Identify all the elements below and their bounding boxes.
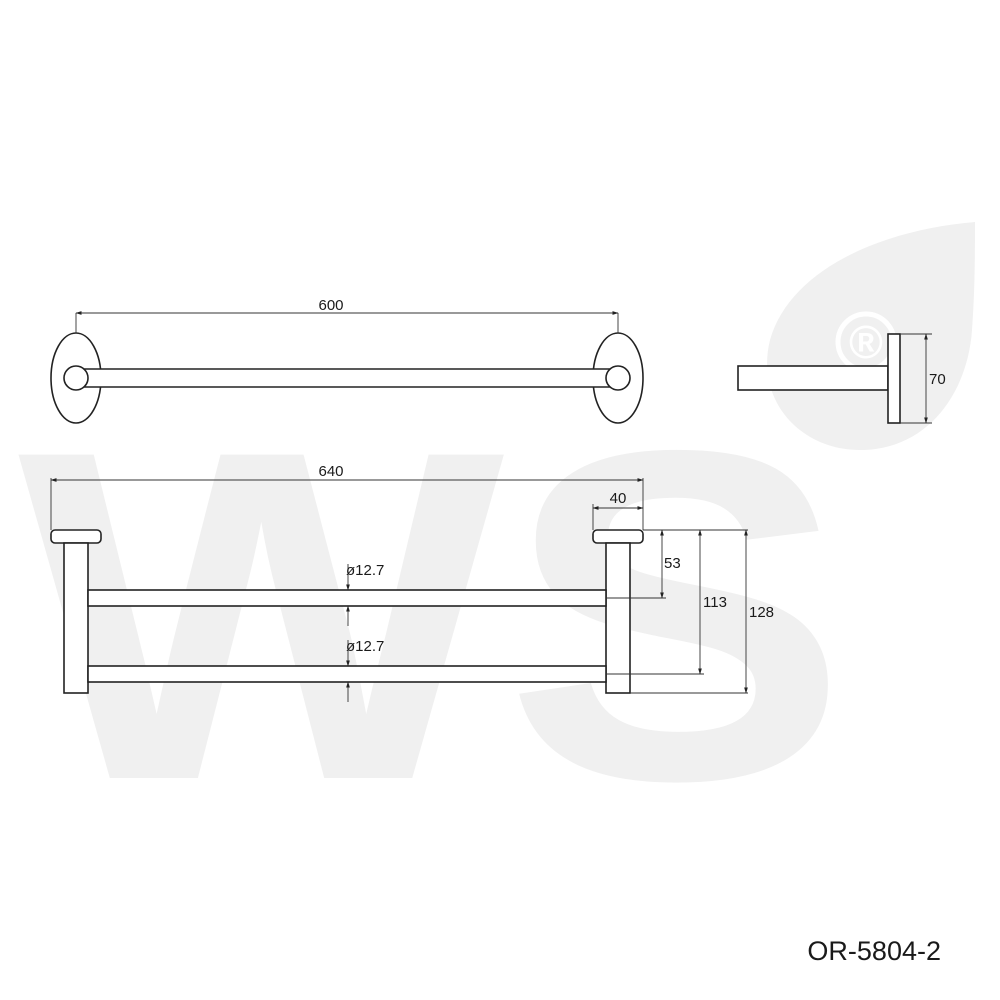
side-view: 70 bbox=[737, 333, 946, 424]
dim-label-lower-diameter: ø12.7 bbox=[346, 638, 384, 655]
side-bar bbox=[737, 365, 889, 391]
watermark-registered-mark: ® bbox=[849, 316, 883, 368]
watermark-leaf-shape bbox=[767, 222, 975, 450]
front-view: 640 40 ø12.7 ø12.7 53 113 128 bbox=[50, 463, 774, 702]
left-plate-boss bbox=[63, 365, 89, 391]
model-code: OR-5804-2 bbox=[807, 936, 941, 966]
dim-label-first-bar-offset: 53 bbox=[664, 555, 681, 572]
watermark: WS ® bbox=[18, 222, 975, 878]
dim-label-upper-diameter: ø12.7 bbox=[346, 562, 384, 579]
dim-label-overall-length: 640 bbox=[318, 463, 343, 480]
right-wall-cap bbox=[592, 529, 644, 544]
dim-label-top-length: 600 bbox=[318, 297, 343, 314]
right-plate-boss bbox=[605, 365, 631, 391]
right-post bbox=[605, 542, 631, 694]
dim-label-second-bar-offset: 113 bbox=[703, 594, 727, 611]
watermark-letters: WS bbox=[18, 353, 848, 878]
dim-label-bracket-width: 40 bbox=[610, 490, 627, 507]
lower-towel-bar bbox=[87, 665, 607, 683]
dim-label-side-height: 70 bbox=[929, 371, 946, 388]
left-wall-cap bbox=[50, 529, 102, 544]
side-plate bbox=[887, 333, 901, 424]
top-view: 600 bbox=[50, 297, 644, 424]
left-post bbox=[63, 542, 89, 694]
upper-towel-bar bbox=[87, 589, 607, 607]
top-bar bbox=[81, 368, 613, 388]
dim-label-bracket-height: 128 bbox=[749, 604, 774, 621]
